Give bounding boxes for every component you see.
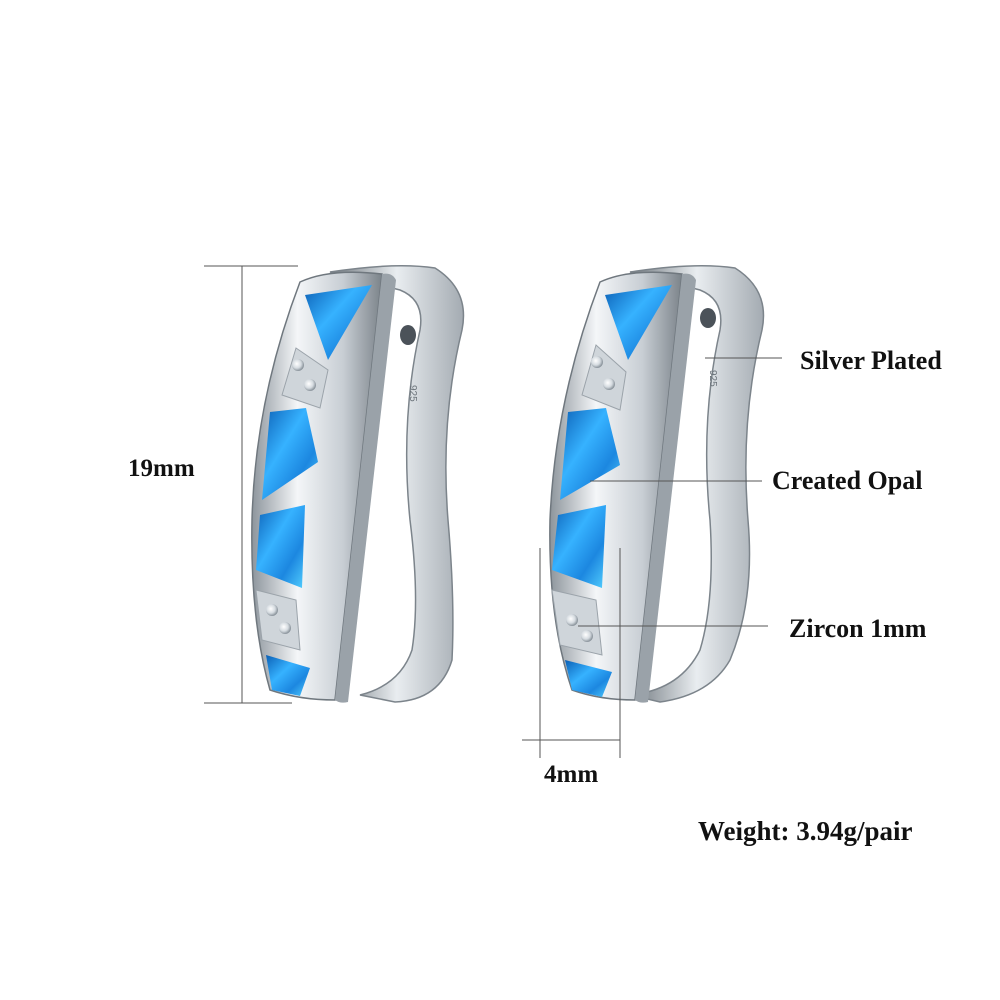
right-zircon-stone bbox=[603, 378, 615, 390]
left-band-front bbox=[251, 271, 383, 701]
weight-label: Weight: 3.94g/pair bbox=[698, 816, 913, 846]
left-zircon-stone bbox=[304, 379, 316, 391]
right-stamp-mark: 925 bbox=[707, 370, 718, 387]
right-opal-inlay-1 bbox=[605, 285, 672, 360]
right-zircon-stone bbox=[591, 356, 603, 368]
right-opal-inlay-3 bbox=[552, 505, 606, 588]
right-opal-inlay-4 bbox=[565, 660, 612, 697]
left-zircon-set-2 bbox=[255, 589, 301, 651]
left-zircon-stone bbox=[279, 622, 291, 634]
accent-callout-label: Zircon 1mm bbox=[789, 614, 927, 643]
left-earring: 925 bbox=[251, 265, 465, 703]
left-zircon-stone bbox=[266, 604, 278, 616]
stone-callout-label: Created Opal bbox=[772, 466, 923, 495]
right-hoop-back bbox=[629, 265, 765, 703]
left-opal-inlay-3 bbox=[256, 505, 305, 588]
left-opal-inlay-4 bbox=[266, 655, 310, 696]
material-callout-label: Silver Plated bbox=[800, 346, 942, 375]
left-stamp-mark: 925 bbox=[407, 385, 418, 402]
right-zircon-stone bbox=[566, 614, 578, 626]
left-clasp-hole bbox=[400, 325, 416, 345]
right-zircon-stone bbox=[581, 630, 593, 642]
right-band-front bbox=[549, 271, 683, 701]
right-clasp-hole bbox=[700, 308, 716, 328]
dimension-lines bbox=[204, 265, 782, 758]
left-opal-inlay-2 bbox=[262, 408, 318, 500]
height-dimension-label: 19mm bbox=[128, 455, 195, 482]
left-zircon-stone bbox=[292, 359, 304, 371]
right-opal-inlay-2 bbox=[560, 408, 620, 500]
left-band-edge bbox=[335, 273, 396, 703]
right-band-edge bbox=[635, 273, 696, 703]
width-dimension-label: 4mm bbox=[544, 761, 599, 788]
right-earring: 925 bbox=[549, 265, 765, 703]
left-hoop-back bbox=[329, 265, 465, 703]
left-opal-inlay-1 bbox=[305, 285, 372, 360]
